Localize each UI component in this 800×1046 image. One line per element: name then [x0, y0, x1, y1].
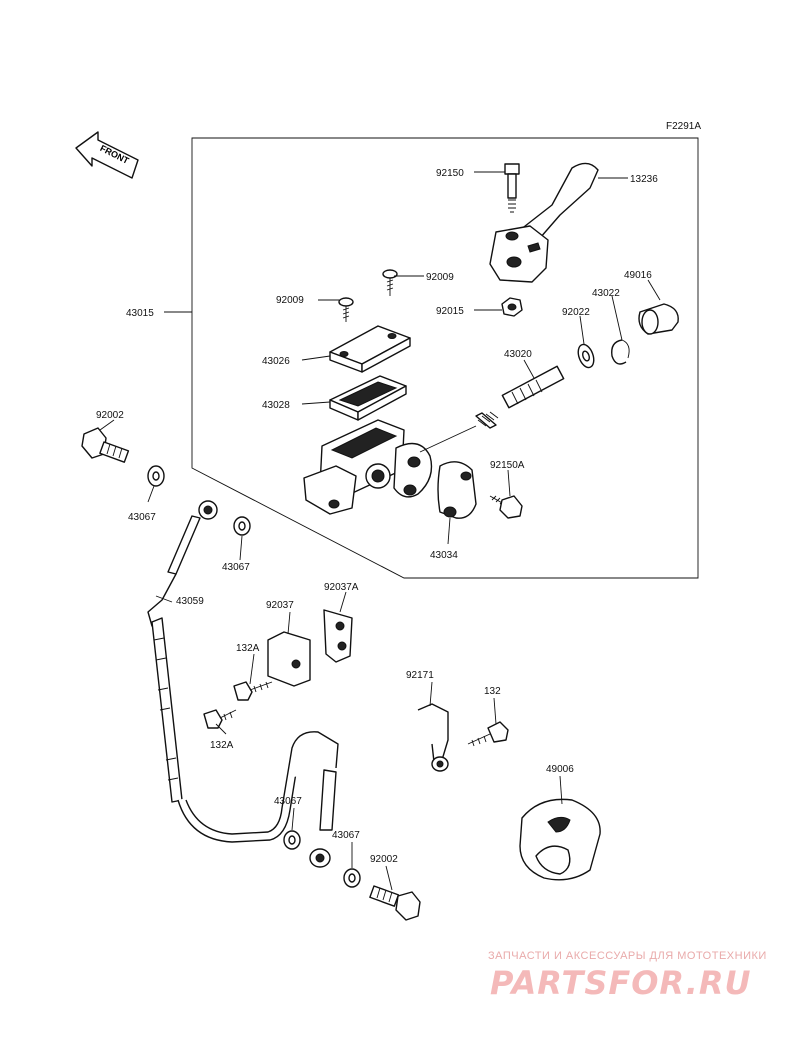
label-43067-a: 43067 — [128, 512, 156, 523]
label-92171: 92171 — [406, 670, 434, 681]
label-49006: 49006 — [546, 764, 574, 775]
label-43067-d: 43067 — [332, 830, 360, 841]
piston-assembly — [419, 365, 565, 453]
label-43015: 43015 — [126, 308, 154, 319]
label-43022: 43022 — [592, 288, 620, 299]
label-43020: 43020 — [504, 349, 532, 360]
label-92037: 92037 — [266, 600, 294, 611]
washer-c — [283, 830, 301, 850]
master-cylinder-body — [303, 419, 433, 515]
cable-bracket — [417, 703, 449, 772]
label-43059: 43059 — [176, 596, 204, 607]
watermark-brand: PARTSFOR.RU — [490, 964, 752, 1002]
handlebar-clamp — [437, 461, 477, 519]
label-132A-lower: 132A — [210, 740, 234, 751]
hose-bracket-a — [323, 609, 353, 663]
pivot-bolt — [504, 163, 520, 213]
leader-lines — [99, 171, 661, 891]
label-43067-b: 43067 — [222, 562, 250, 573]
label-132A-upper: 132A — [236, 643, 260, 654]
dust-boot — [638, 303, 679, 335]
label-43028: 43028 — [262, 400, 290, 411]
label-92037A: 92037A — [324, 582, 359, 593]
cap-screw-2 — [382, 269, 398, 296]
label-92150: 92150 — [436, 168, 464, 179]
assembly-frame — [191, 137, 699, 579]
pivot-nut — [501, 297, 523, 317]
reservoir-diaphragm — [329, 375, 407, 421]
cable-bracket-bolt — [467, 721, 509, 747]
label-92002-upper: 92002 — [96, 410, 124, 421]
bracket-bolt-a2 — [203, 709, 237, 729]
brake-hose — [147, 500, 339, 868]
clamp-bolt — [489, 495, 523, 519]
label-43067-c: 43067 — [274, 796, 302, 807]
label-43034: 43034 — [430, 550, 458, 561]
piston-washer — [577, 343, 595, 369]
brake-lever — [489, 162, 599, 283]
hose-bracket — [267, 631, 311, 687]
banjo-bolt-lower — [369, 885, 421, 921]
label-43026: 43026 — [262, 356, 290, 367]
label-92022: 92022 — [562, 307, 590, 318]
switch-housing — [519, 798, 601, 881]
bracket-bolt-a1 — [233, 681, 273, 701]
washer-a — [147, 465, 165, 487]
front-arrow-icon: FRONT — [75, 131, 139, 179]
label-92150A: 92150A — [490, 460, 525, 471]
label-92002-lower: 92002 — [370, 854, 398, 865]
cap-screw-1 — [338, 297, 354, 322]
label-92009-upper: 92009 — [426, 272, 454, 283]
label-49016: 49016 — [624, 270, 652, 281]
part-labels: 92150 13236 92009 49016 43022 92009 9202… — [96, 168, 658, 865]
label-92015: 92015 — [436, 306, 464, 317]
banjo-bolt-upper — [81, 427, 130, 463]
label-132: 132 — [484, 686, 501, 697]
diagram-code: F2291A — [666, 121, 701, 132]
label-92009-lower: 92009 — [276, 295, 304, 306]
circlip — [611, 339, 630, 365]
washer-b — [233, 516, 251, 536]
label-13236: 13236 — [630, 174, 658, 185]
watermark-caption: ЗАПЧАСТИ И АКСЕССУАРЫ ДЛЯ МОТОТЕХНИКИ — [488, 950, 767, 962]
reservoir-cap — [329, 325, 411, 373]
washer-d — [343, 868, 361, 888]
